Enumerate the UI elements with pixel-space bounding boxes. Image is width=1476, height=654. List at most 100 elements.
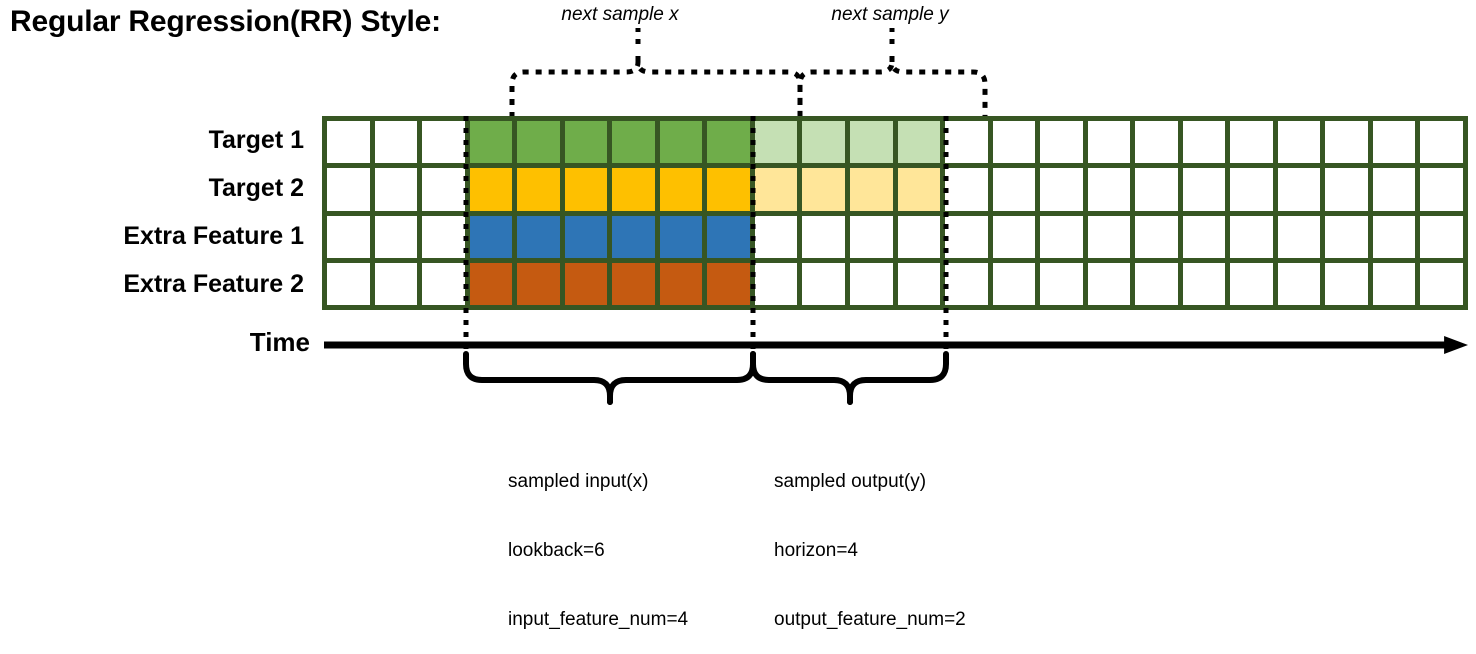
grid-cell-target-1-t6 bbox=[564, 121, 608, 164]
grid-cell-target-2-t19 bbox=[1182, 168, 1226, 211]
grid-cell-target-2-t24 bbox=[1420, 168, 1463, 211]
grid-cell-target-2-t23 bbox=[1372, 168, 1416, 211]
grid-cell-extra-feature-2-t14 bbox=[945, 262, 988, 305]
grid-cell-target-1-t14 bbox=[945, 121, 988, 164]
grid-cell-extra-feature-1-t14 bbox=[945, 215, 988, 258]
sampled-input-title: sampled input(x) bbox=[508, 471, 649, 492]
grid-cell-extra-feature-2-t21 bbox=[1277, 262, 1321, 305]
grid-cell-target-2-t13 bbox=[897, 168, 941, 211]
grid-cell-extra-feature-2-t15 bbox=[992, 262, 1036, 305]
grid-cell-extra-feature-1-t19 bbox=[1182, 215, 1226, 258]
grid-cell-target-1-t5 bbox=[517, 121, 560, 164]
brace-tip-stems bbox=[635, 28, 895, 44]
grid-cell-target-2-t4 bbox=[469, 168, 513, 211]
grid-cell-target-2-t2 bbox=[374, 168, 418, 211]
row-label-extra-feature-1: Extra Feature 1 bbox=[123, 222, 304, 250]
row-label-target-1: Target 1 bbox=[208, 126, 304, 154]
grid-cell-target-1-t12 bbox=[849, 121, 893, 164]
grid-cell-target-2-t20 bbox=[1230, 168, 1273, 211]
grid-cell-target-1-t24 bbox=[1420, 121, 1463, 164]
grid-cell-extra-feature-2-t18 bbox=[1135, 262, 1178, 305]
sampled-output-title: sampled output(y) bbox=[774, 471, 927, 492]
grid-cell-extra-feature-1-t4 bbox=[469, 215, 513, 258]
grid-cell-target-2-t12 bbox=[849, 168, 893, 211]
row-label-column: Target 1 Target 2 Extra Feature 1 Extra … bbox=[0, 116, 312, 308]
next-sample-x-label: next sample x bbox=[561, 4, 679, 25]
grid-cell-target-1-t17 bbox=[1087, 121, 1131, 164]
grid-cell-target-2-t3 bbox=[422, 168, 465, 211]
grid-cell-extra-feature-1-t10 bbox=[754, 215, 798, 258]
grid-cell-extra-feature-2-t20 bbox=[1230, 262, 1273, 305]
sampled-output-caption: sampled output(y) horizon=4 output_featu… bbox=[774, 424, 966, 654]
time-axis-arrow bbox=[324, 336, 1469, 354]
grid-cell-target-2-t10 bbox=[754, 168, 798, 211]
horizon-value: horizon=4 bbox=[774, 540, 858, 561]
page-title: Regular Regression(RR) Style: bbox=[10, 5, 441, 38]
grid-cell-extra-feature-2-t7 bbox=[612, 262, 655, 305]
grid-cell-extra-feature-2-t9 bbox=[707, 262, 750, 305]
grid-cell-target-1-t20 bbox=[1230, 121, 1273, 164]
grid-cell-extra-feature-1-t20 bbox=[1230, 215, 1273, 258]
grid-cell-extra-feature-1-t21 bbox=[1277, 215, 1321, 258]
row-label-extra-feature-2: Extra Feature 2 bbox=[123, 270, 304, 298]
grid-cell-target-2-t11 bbox=[802, 168, 845, 211]
grid-cell-target-2-t17 bbox=[1087, 168, 1131, 211]
grid-cell-target-1-t21 bbox=[1277, 121, 1321, 164]
grid-cell-extra-feature-2-t24 bbox=[1420, 262, 1463, 305]
grid-cell-extra-feature-1-t18 bbox=[1135, 215, 1178, 258]
grid-cell-target-1-t9 bbox=[707, 121, 750, 164]
grid-cell-extra-feature-1-t24 bbox=[1420, 215, 1463, 258]
lookback-value: lookback=6 bbox=[508, 540, 605, 561]
grid-cell-target-2-t18 bbox=[1135, 168, 1178, 211]
grid-cell-target-1-t22 bbox=[1325, 121, 1368, 164]
grid-cell-target-1-t1 bbox=[327, 121, 370, 164]
grid-cell-extra-feature-2-t12 bbox=[849, 262, 893, 305]
grid-cell-target-1-t19 bbox=[1182, 121, 1226, 164]
grid-cell-extra-feature-1-t7 bbox=[612, 215, 655, 258]
grid-cell-target-2-t22 bbox=[1325, 168, 1368, 211]
grid-cell-target-1-t18 bbox=[1135, 121, 1178, 164]
grid-cell-extra-feature-2-t5 bbox=[517, 262, 560, 305]
grid-cell-extra-feature-1-t17 bbox=[1087, 215, 1131, 258]
grid-cell-extra-feature-2-t2 bbox=[374, 262, 418, 305]
grid-cell-extra-feature-1-t23 bbox=[1372, 215, 1416, 258]
grid-cell-extra-feature-1-t8 bbox=[659, 215, 703, 258]
grid-cell-extra-feature-1-t22 bbox=[1325, 215, 1368, 258]
grid-cell-target-1-t10 bbox=[754, 121, 798, 164]
grid-cell-extra-feature-1-t6 bbox=[564, 215, 608, 258]
grid-cell-target-1-t13 bbox=[897, 121, 941, 164]
grid-cell-extra-feature-2-t3 bbox=[422, 262, 465, 305]
grid-cell-extra-feature-2-t23 bbox=[1372, 262, 1416, 305]
grid-cell-extra-feature-2-t10 bbox=[754, 262, 798, 305]
grid-cell-target-1-t8 bbox=[659, 121, 703, 164]
row-label-target-2: Target 2 bbox=[208, 174, 304, 202]
grid-cell-target-1-t23 bbox=[1372, 121, 1416, 164]
input-feature-num-value: input_feature_num=4 bbox=[508, 609, 689, 630]
grid-cell-extra-feature-2-t13 bbox=[897, 262, 941, 305]
grid-cell-extra-feature-2-t6 bbox=[564, 262, 608, 305]
grid-cell-target-1-t7 bbox=[612, 121, 655, 164]
grid-cell-target-2-t21 bbox=[1277, 168, 1321, 211]
grid-cell-extra-feature-2-t16 bbox=[1040, 262, 1083, 305]
grid-cell-target-1-t11 bbox=[802, 121, 845, 164]
grid-cell-extra-feature-1-t16 bbox=[1040, 215, 1083, 258]
grid-cell-extra-feature-1-t9 bbox=[707, 215, 750, 258]
output-feature-num-value: output_feature_num=2 bbox=[774, 609, 966, 630]
grid-cell-target-2-t15 bbox=[992, 168, 1036, 211]
grid-cell-extra-feature-1-t11 bbox=[802, 215, 845, 258]
bottom-solid-braces bbox=[463, 351, 949, 405]
grid-cell-target-1-t15 bbox=[992, 121, 1036, 164]
grid-cell-target-2-t14 bbox=[945, 168, 988, 211]
sample-boundary-dotted-lines bbox=[463, 116, 949, 350]
top-dotted-braces bbox=[509, 56, 988, 118]
grid-cell-extra-feature-1-t13 bbox=[897, 215, 941, 258]
grid-cell-target-1-t2 bbox=[374, 121, 418, 164]
next-sample-y-label: next sample y bbox=[831, 4, 949, 25]
sampled-input-caption: sampled input(x) lookback=6 input_featur… bbox=[508, 424, 688, 654]
grid-cell-extra-feature-1-t5 bbox=[517, 215, 560, 258]
grid-cell-extra-feature-2-t1 bbox=[327, 262, 370, 305]
grid-cell-extra-feature-1-t12 bbox=[849, 215, 893, 258]
grid-cell-extra-feature-1-t2 bbox=[374, 215, 418, 258]
grid-cell-target-1-t3 bbox=[422, 121, 465, 164]
timeseries-grid bbox=[322, 116, 1468, 310]
